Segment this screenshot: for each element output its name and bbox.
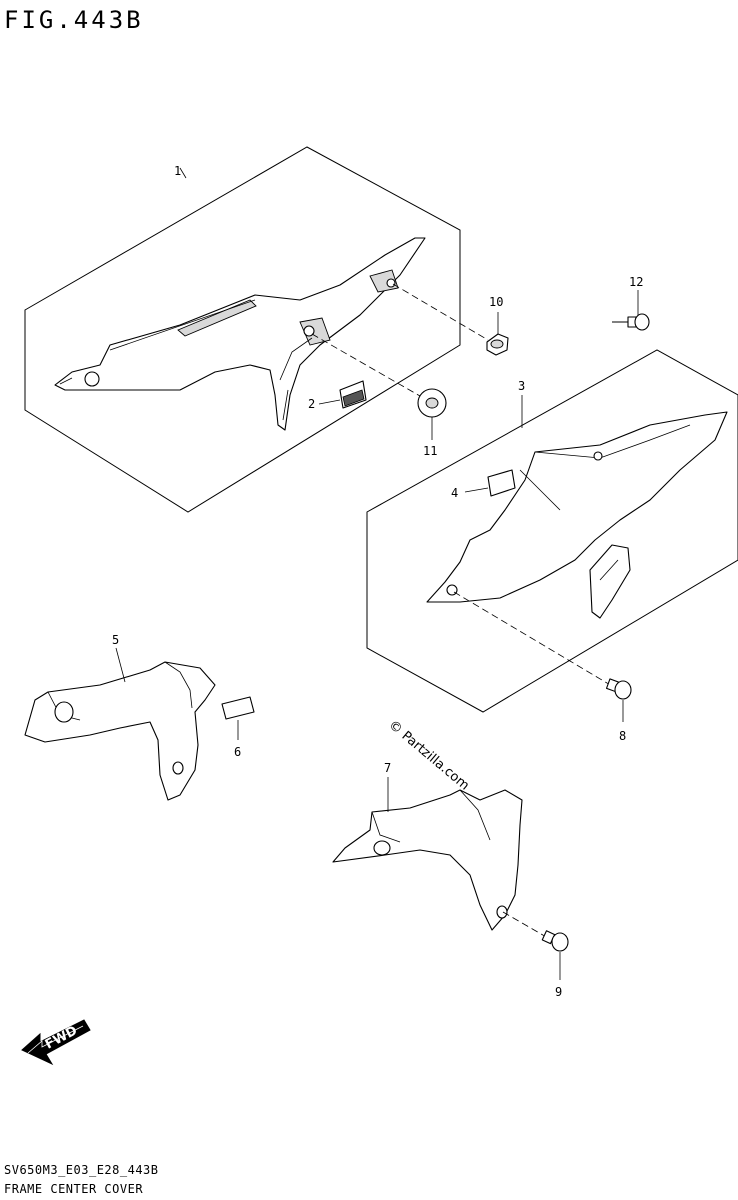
part-4-label[interactable] [464,469,516,497]
figure-title: FIG.443B [4,6,144,34]
part-8-screw[interactable] [605,678,632,722]
figure-code: SV650M3_E03_E28_443B [4,1163,159,1177]
part-11-grommet[interactable] [417,388,447,440]
part-12-screw[interactable] [612,290,650,331]
part-3-right-cover[interactable] [426,411,728,619]
part-5-lower-cover-left[interactable] [24,647,216,801]
callout-1: 1 [174,164,181,178]
part-9-screw[interactable] [541,930,569,980]
callout-7: 7 [384,761,391,775]
callout-2: 2 [308,397,315,411]
callout-10: 10 [489,295,503,309]
assembly-line-10 [392,283,489,341]
callout-6: 6 [234,745,241,759]
assembly-3-box [366,349,738,713]
assembly-line-11 [311,333,421,397]
figure-name: FRAME CENTER COVER [4,1182,144,1196]
part-1-left-cover[interactable] [54,237,426,431]
callout-11: 11 [423,444,437,458]
callout-5: 5 [112,633,119,647]
callout-4: 4 [451,486,458,500]
assembly-1-box [24,146,461,513]
callout-9: 9 [555,985,562,999]
callout-8: 8 [619,729,626,743]
part-7-lower-cover-right[interactable] [332,777,523,931]
assembly-line-9 [502,911,549,939]
fwd-label: FWD [43,1023,80,1052]
fwd-arrow-icon: FWD [21,1019,91,1066]
part-10-nut[interactable] [486,312,509,356]
assembly-line-8 [453,591,613,687]
watermark: © Partzilla.com [385,718,471,794]
callout-3: 3 [518,379,525,393]
callout-12: 12 [629,275,643,289]
part-2-label[interactable] [318,380,367,409]
part-6-label[interactable] [221,696,255,740]
